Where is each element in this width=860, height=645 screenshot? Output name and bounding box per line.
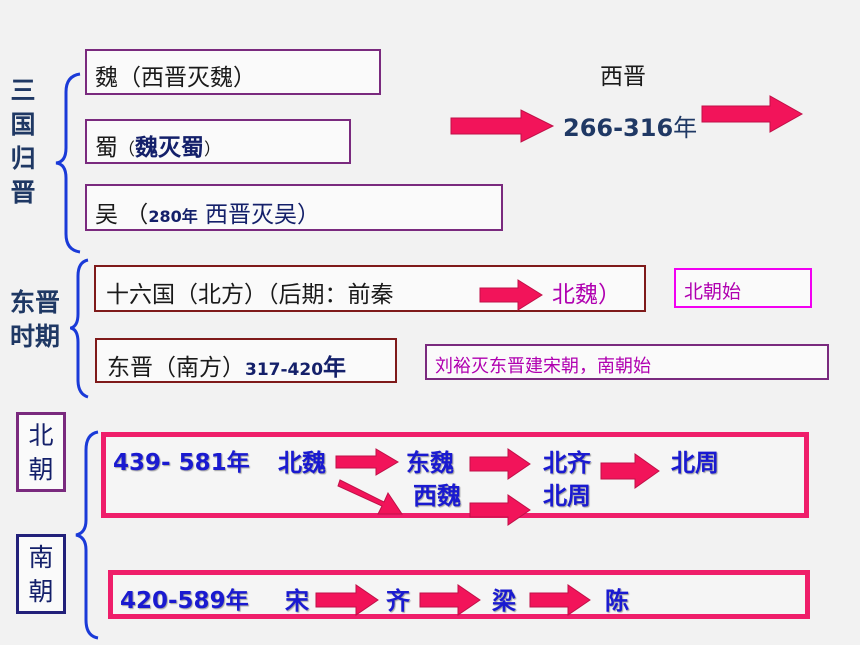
box-shu: 蜀（魏灭蜀） bbox=[85, 119, 351, 164]
text-wu: 吴 （280年 西晋灭吴） bbox=[95, 195, 320, 229]
south-liang: 梁 bbox=[492, 587, 516, 615]
label-beichao-char: 朝 bbox=[28, 455, 54, 484]
box-wei: 魏（西晋灭魏） bbox=[85, 49, 381, 95]
north-beizhou-bottom: 北周 bbox=[543, 482, 591, 510]
arrow-beiwei-dongwei bbox=[335, 448, 399, 476]
text-nanchao-start: 刘裕灭东晋建宋朝，南朝始 bbox=[435, 356, 651, 377]
south-chen: 陈 bbox=[605, 587, 629, 615]
arrow-beiqi-beizhou bbox=[600, 453, 660, 489]
box-beichao-start: 北朝始 bbox=[674, 268, 812, 308]
north-years: 439- 581年 bbox=[113, 450, 250, 476]
text-beiwei-purple: 北魏） bbox=[552, 282, 621, 308]
label-sanguo-char: 晋 bbox=[10, 178, 36, 207]
text-shu-open: （ bbox=[118, 140, 135, 160]
label-dongjin-line: 时期 bbox=[9, 322, 60, 351]
box-wu: 吴 （280年 西晋灭吴） bbox=[85, 184, 503, 231]
label-sanguo-char: 三 bbox=[10, 76, 36, 105]
text-wei: 魏（西晋灭魏） bbox=[95, 65, 256, 91]
arrow-liang-chen bbox=[529, 584, 591, 616]
arrow-to-xijin bbox=[450, 109, 555, 143]
south-qi: 齐 bbox=[386, 587, 410, 615]
box-nanchao-start: 刘裕灭东晋建宋朝，南朝始 bbox=[425, 344, 829, 380]
text-wu-year: 280年 bbox=[148, 207, 198, 226]
label-nanchao-box: 南 朝 bbox=[16, 534, 66, 614]
label-sanguo-guijin: 三 国 归 晋 bbox=[6, 74, 40, 210]
north-xiwei: 西魏 bbox=[413, 482, 461, 510]
label-beichao-box: 北 朝 bbox=[16, 412, 66, 492]
north-beizhou-top: 北周 bbox=[671, 449, 719, 477]
text-shu-name: 蜀 bbox=[95, 135, 118, 161]
label-sanguo-char: 归 bbox=[10, 144, 36, 173]
xijin-years: 266-316年 bbox=[563, 108, 697, 143]
text-dongjin-prefix: 东晋（南方） bbox=[107, 355, 245, 381]
north-beiwei: 北魏 bbox=[278, 449, 326, 477]
brace-nanbeichao bbox=[75, 430, 99, 640]
label-dongjin-line: 东晋 bbox=[9, 288, 60, 317]
label-nanchao-char: 南 bbox=[28, 543, 54, 572]
label-dongjin-shiqi: 东晋 时期 bbox=[2, 286, 68, 354]
label-sanguo-char: 国 bbox=[10, 110, 36, 139]
arrow-qi-liang bbox=[419, 584, 481, 616]
text-dongjin: 东晋（南方）317-420年 bbox=[107, 348, 346, 382]
text-wu-rest: 西晋灭吴） bbox=[197, 202, 321, 228]
south-song: 宋 bbox=[285, 587, 309, 615]
xijin-years-num: 266-316 bbox=[563, 114, 674, 142]
arrow-from-xijin bbox=[701, 95, 804, 133]
xijin-title: 西晋 bbox=[600, 64, 646, 90]
text-shu: 蜀（魏灭蜀） bbox=[95, 128, 221, 162]
arrow-beiwei-xiwei bbox=[337, 479, 403, 515]
text-shu-bold: 魏灭蜀 bbox=[135, 135, 204, 161]
text-shu-close: ） bbox=[204, 140, 221, 160]
arrow-qianqin-beiwei bbox=[479, 279, 543, 311]
label-beichao-char: 北 bbox=[28, 421, 54, 450]
arrow-dongwei-beiqi bbox=[469, 448, 531, 480]
north-beiqi: 北齐 bbox=[543, 449, 591, 477]
text-wu-name: 吴 （ bbox=[95, 202, 149, 228]
box-sixteen-kingdoms: 十六国（北方）（后期：前秦 北魏） bbox=[94, 265, 646, 312]
arrow-xiwei-beizhou bbox=[469, 494, 531, 526]
xijin-years-unit: 年 bbox=[673, 114, 698, 142]
text-dongjin-years-num: 317-420 bbox=[245, 360, 324, 380]
box-dongjin: 东晋（南方）317-420年 bbox=[95, 338, 397, 383]
brace-sanguo bbox=[55, 72, 81, 254]
text-beichao-start: 北朝始 bbox=[684, 281, 742, 303]
brace-dongjin bbox=[70, 258, 89, 399]
arrow-song-qi bbox=[315, 584, 379, 616]
north-dongwei: 东魏 bbox=[406, 449, 454, 477]
box-northern-dynasties bbox=[101, 432, 809, 518]
label-nanchao-char: 朝 bbox=[28, 577, 54, 606]
south-years: 420-589年 bbox=[120, 588, 249, 614]
text-sixteen-kingdoms: 十六国（北方）（后期：前秦 bbox=[106, 282, 394, 308]
text-dongjin-years-unit: 年 bbox=[323, 355, 347, 381]
